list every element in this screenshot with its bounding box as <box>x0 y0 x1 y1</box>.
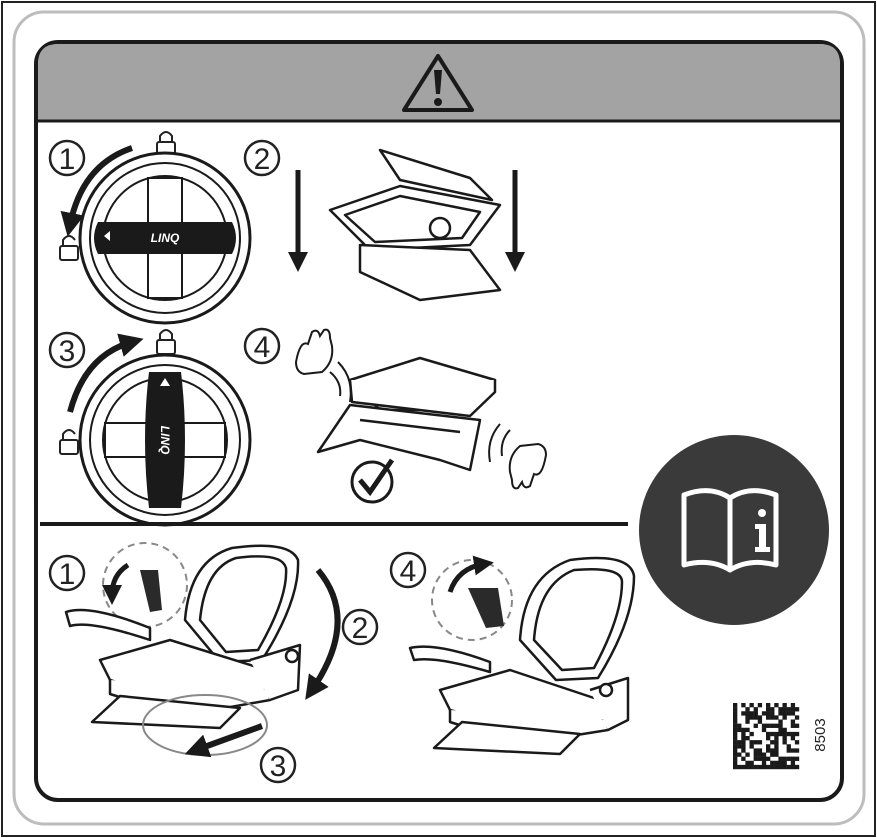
step-number: 1 <box>59 558 76 591</box>
step-number: 4 <box>400 555 417 588</box>
step-number: 2 <box>254 143 271 176</box>
step-number: 3 <box>270 750 287 783</box>
step-number: 4 <box>254 331 271 364</box>
rotary-knob-icon: LINQ <box>80 153 250 323</box>
rotary-knob-icon: LINQ <box>80 355 250 525</box>
knob-brand: LINQ <box>151 231 180 245</box>
step-number: 2 <box>352 612 369 645</box>
part-number: 8503 <box>812 718 829 751</box>
data-matrix-code <box>733 703 799 769</box>
knob-brand: LINQ <box>158 426 172 455</box>
step-number: 3 <box>59 335 76 368</box>
step-number: 1 <box>59 143 76 176</box>
read-manual-icon <box>639 435 829 625</box>
